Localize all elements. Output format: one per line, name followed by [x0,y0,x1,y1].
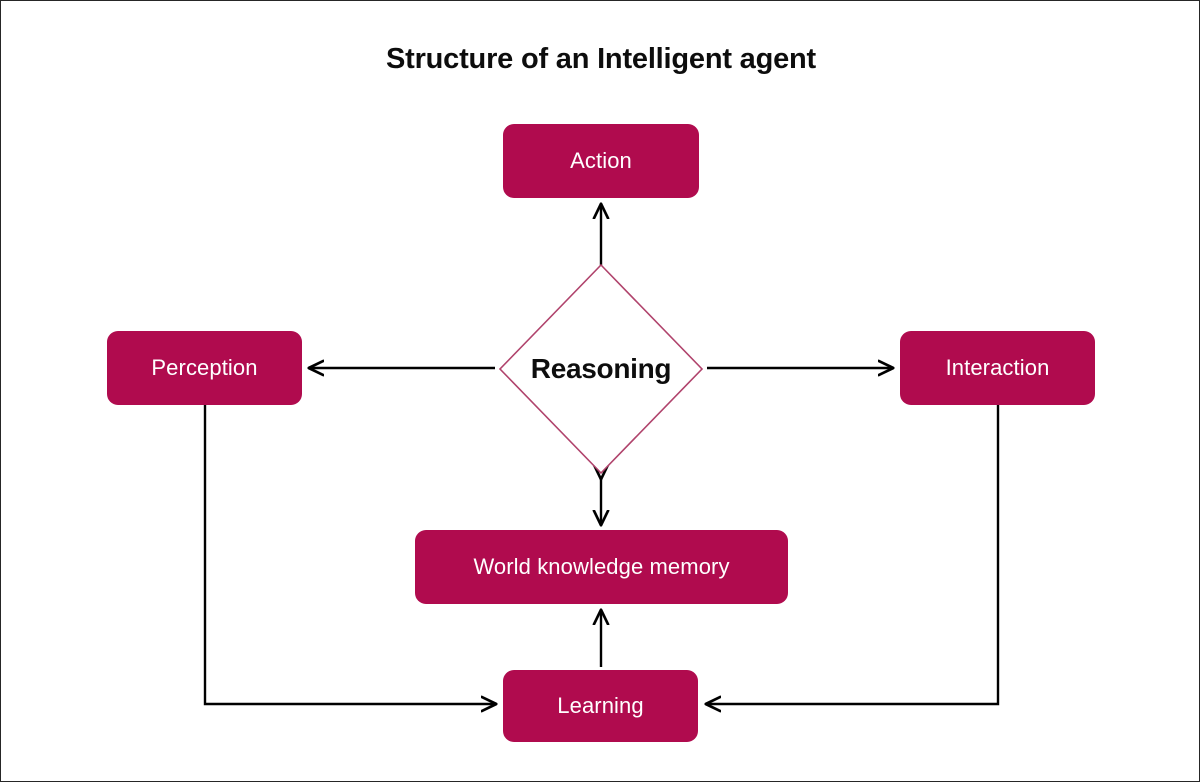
node-perception[interactable]: Perception [107,331,302,405]
node-action-label: Action [570,148,632,173]
edge-perception-to-learning [203,405,496,704]
node-interaction[interactable]: Interaction [900,331,1095,405]
page-title: Structure of an Intelligent agent [385,43,817,75]
node-interaction-label: Interaction [945,355,1050,380]
node-learning-label: Learning [557,693,644,718]
node-perception-label: Perception [151,355,258,380]
node-learning[interactable]: Learning [503,670,698,742]
node-world-knowledge-memory-label: World knowledge memory [473,554,730,579]
edge-interaction-to-learning [706,405,1000,704]
node-reasoning-label: Reasoning [530,353,672,384]
node-action[interactable]: Action [503,124,699,198]
node-reasoning[interactable]: Reasoning [498,263,704,475]
node-world-knowledge-memory[interactable]: World knowledge memory [415,530,788,604]
